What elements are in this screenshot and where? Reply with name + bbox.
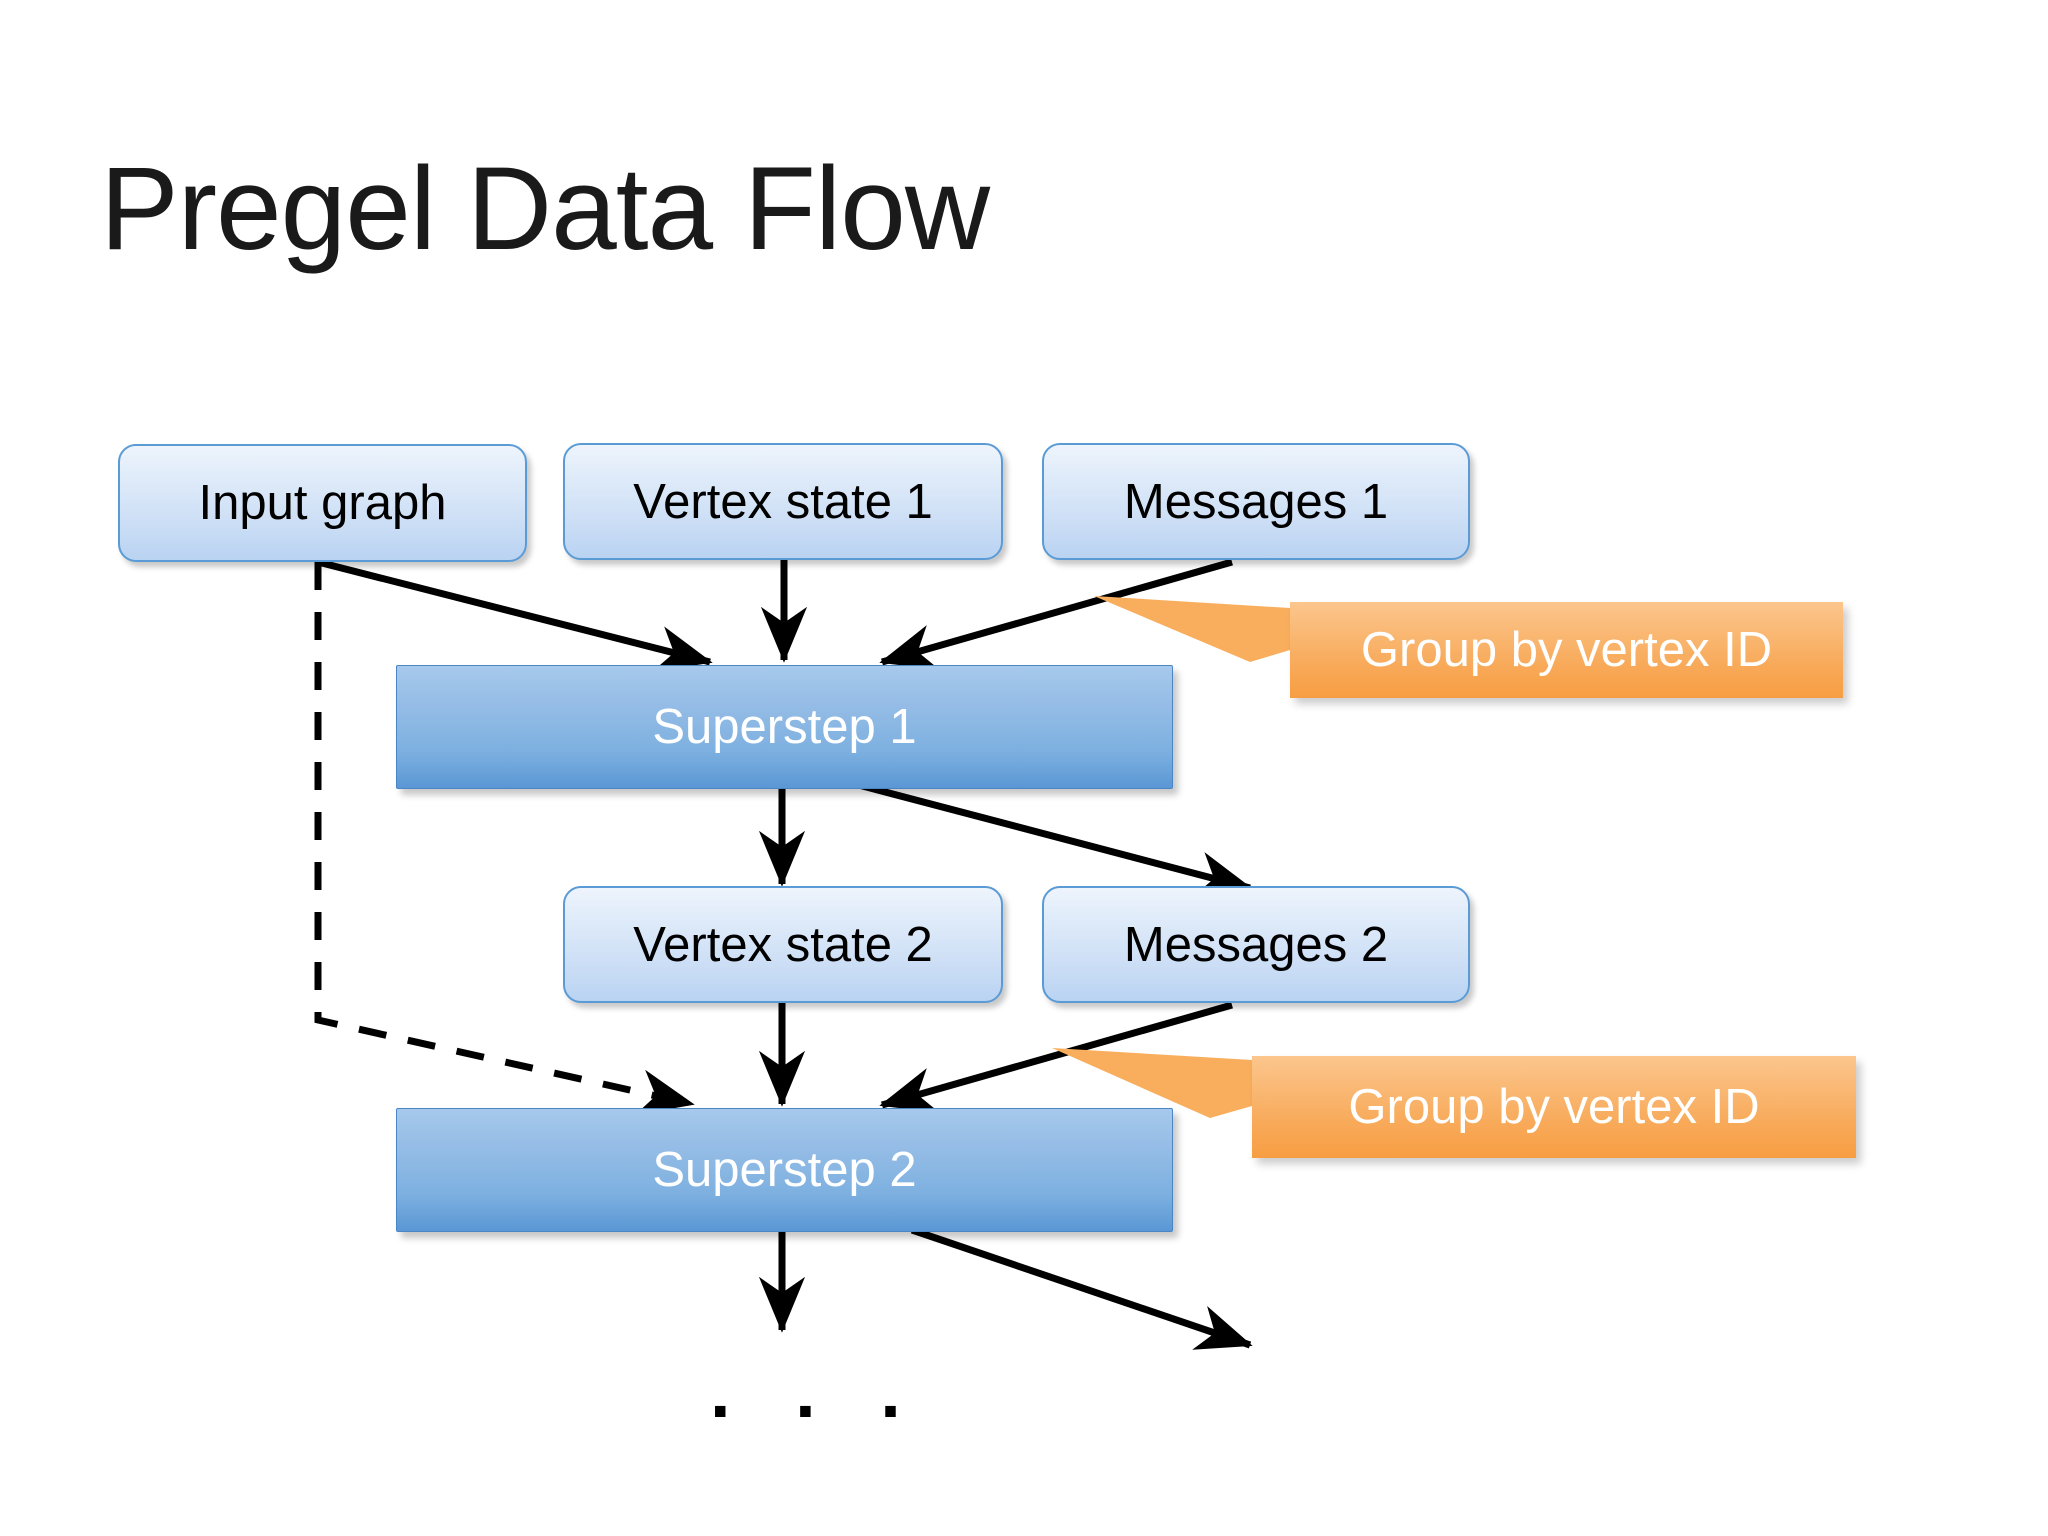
edge-superstep-2-to-next: [910, 1226, 1253, 1350]
node-superstep-1[interactable]: Superstep 1: [396, 665, 1173, 789]
callout-tail-2: [1052, 1048, 1252, 1118]
node-input-graph-label: Input graph: [198, 476, 447, 530]
node-vertex-state-1-label: Vertex state 1: [633, 474, 933, 529]
node-vertex-state-1[interactable]: Vertex state 1: [563, 443, 1003, 560]
node-superstep-2[interactable]: Superstep 2: [396, 1108, 1173, 1232]
page-title: Pregel Data Flow: [100, 143, 990, 275]
callout-label-1: Group by vertex ID: [1360, 623, 1773, 677]
ellipsis-label: . . .: [710, 1350, 923, 1433]
node-input-graph[interactable]: Input graph: [118, 444, 527, 562]
callout-bubble-2: Group by vertex ID: [1252, 1056, 1856, 1158]
node-vertex-state-2[interactable]: Vertex state 2: [563, 886, 1003, 1003]
edge-input-graph-to-superstep-1: [317, 558, 713, 672]
callout-bubble-1: Group by vertex ID: [1290, 602, 1843, 698]
node-superstep-1-label: Superstep 1: [652, 700, 917, 754]
node-messages-2[interactable]: Messages 2: [1042, 886, 1470, 1003]
node-vertex-state-2-label: Vertex state 2: [633, 917, 933, 972]
callout-group-by-vertex-id-2[interactable]: Group by vertex ID: [1052, 1048, 1856, 1158]
edge-superstep-1-to-messages-2: [854, 780, 1253, 897]
callout-label-2: Group by vertex ID: [1348, 1080, 1760, 1134]
callout-group-by-vertex-id-1[interactable]: Group by vertex ID: [1094, 596, 1843, 698]
edge-input-graph-to-superstep-2: [314, 562, 695, 1115]
node-superstep-2-label: Superstep 2: [652, 1143, 917, 1197]
node-messages-2-label: Messages 2: [1123, 917, 1389, 972]
node-messages-1-label: Messages 1: [1123, 474, 1389, 529]
ellipsis-continuation: . . .: [710, 1355, 923, 1429]
callout-tail-1: [1094, 596, 1290, 662]
node-messages-1[interactable]: Messages 1: [1042, 443, 1470, 560]
